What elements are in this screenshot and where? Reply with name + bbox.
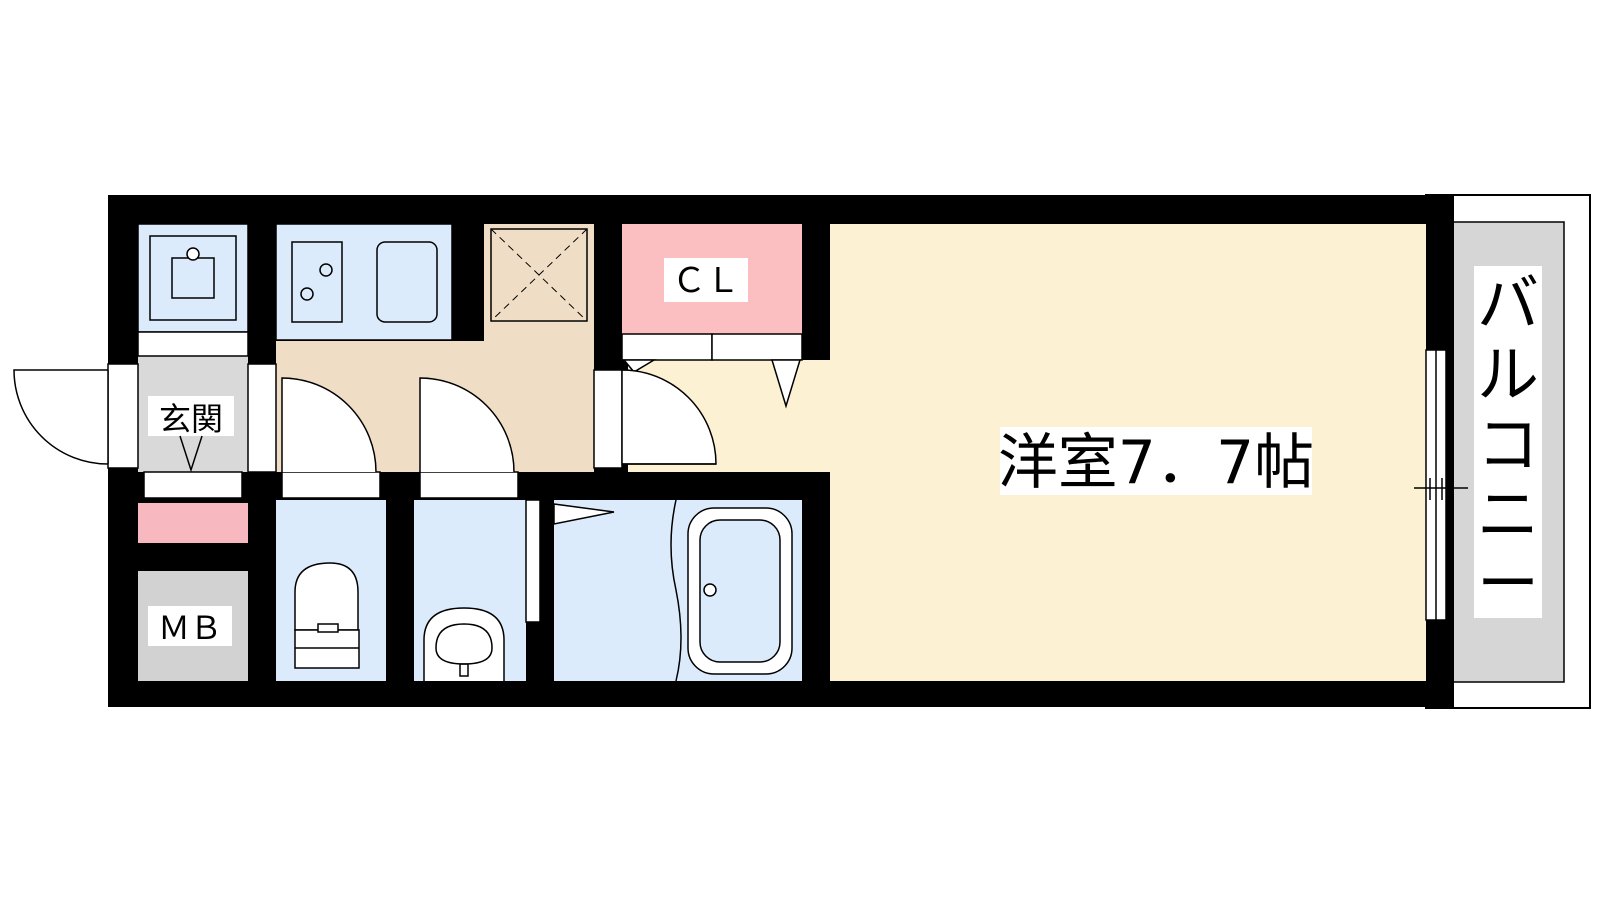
kitchen-counter bbox=[275, 223, 453, 341]
room-door bbox=[593, 369, 717, 469]
burner-icon bbox=[319, 263, 333, 277]
burner-icon bbox=[300, 287, 314, 301]
entrance: 玄関 bbox=[137, 331, 249, 499]
fridge-space-mark bbox=[490, 228, 588, 322]
balcony-char-5: ー bbox=[1477, 547, 1539, 620]
western-room-label: 洋室7．7帖 bbox=[998, 428, 1314, 498]
front-door bbox=[13, 363, 139, 469]
bathroom-door bbox=[525, 499, 615, 623]
balcony: バ ル コ ニ ー bbox=[1425, 194, 1591, 709]
bathroom bbox=[554, 499, 802, 682]
western-room: 洋室7．7帖 bbox=[830, 224, 1426, 681]
entrance-step bbox=[143, 471, 243, 499]
toilet-bowl bbox=[294, 562, 359, 631]
wash-basin bbox=[423, 607, 505, 681]
sink bbox=[376, 241, 438, 323]
stove bbox=[291, 241, 343, 323]
closet-door-right bbox=[711, 333, 803, 361]
entrance-label-bg bbox=[148, 396, 234, 436]
balcony-char-4: ニ bbox=[1477, 478, 1539, 551]
shoe-box bbox=[138, 503, 248, 543]
closet: ＣＬ bbox=[621, 224, 803, 409]
balcony-char-1: バ bbox=[1477, 267, 1539, 340]
meter-box-label-bg bbox=[148, 606, 232, 646]
washroom-door bbox=[419, 377, 519, 499]
entrance-inner-jamb bbox=[247, 363, 277, 473]
balcony-window bbox=[1414, 349, 1468, 621]
balcony-label-bg bbox=[1474, 266, 1542, 618]
closet-door-arrow-small bbox=[622, 359, 657, 373]
bathroom-partition bbox=[670, 499, 682, 682]
closet-door-left bbox=[621, 333, 713, 361]
toilet-room bbox=[276, 500, 386, 681]
entrance-label: 玄関 bbox=[159, 400, 223, 438]
washing-machine-space bbox=[137, 223, 249, 333]
entrance-step-arrow bbox=[179, 435, 203, 473]
fridge-space bbox=[484, 224, 594, 344]
bath-drain bbox=[703, 583, 717, 597]
entrance-frame bbox=[137, 331, 249, 357]
meter-box-label: ＭＢ bbox=[158, 609, 222, 647]
closet-label-bg bbox=[664, 258, 748, 302]
balcony-char-3: コ bbox=[1477, 408, 1539, 481]
meter-box: ＭＢ bbox=[138, 571, 248, 681]
balcony-char-2: ル bbox=[1477, 338, 1539, 411]
closet-door-arrow bbox=[770, 359, 802, 409]
toilet-door bbox=[281, 377, 381, 499]
toilet-tank bbox=[294, 629, 360, 669]
washroom bbox=[414, 500, 526, 681]
closet-label: ＣＬ bbox=[672, 261, 740, 301]
western-room-label-bg bbox=[1000, 427, 1312, 495]
